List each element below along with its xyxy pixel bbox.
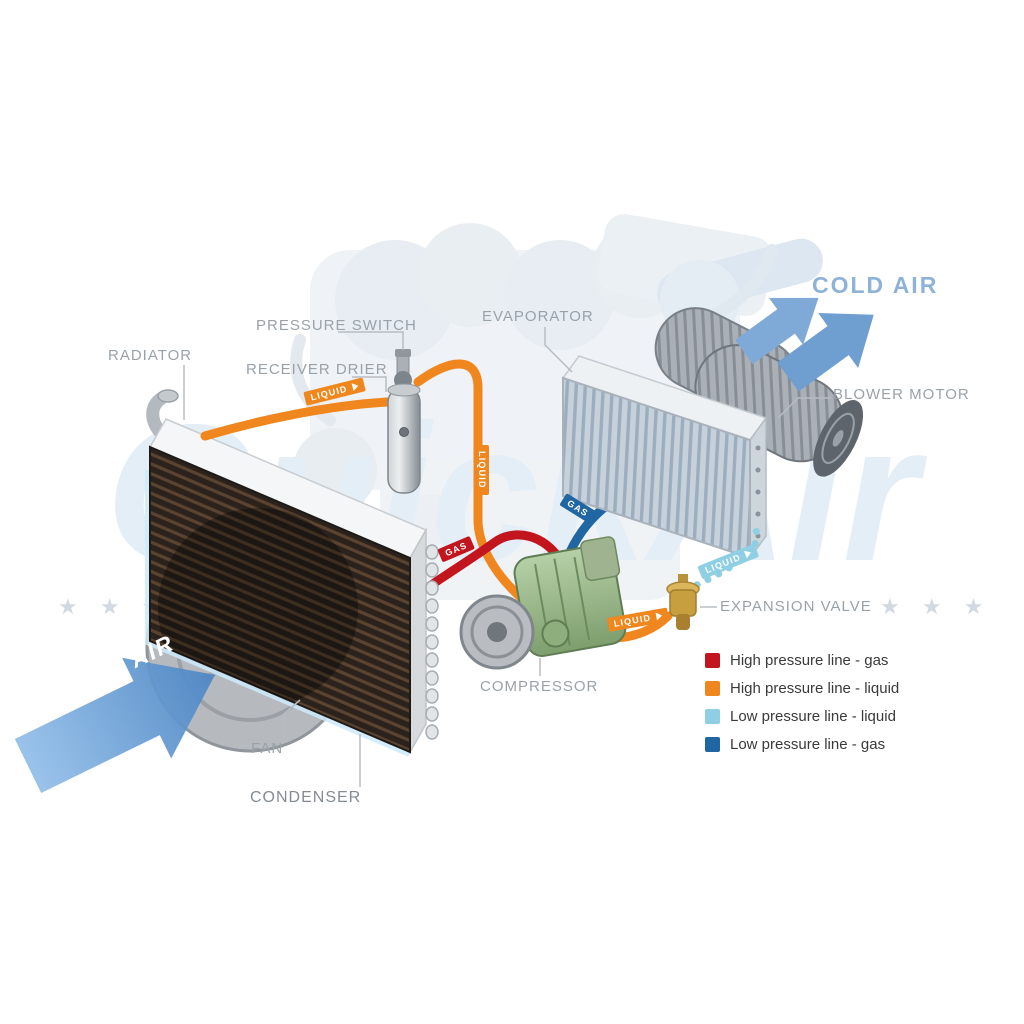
receiver-drier xyxy=(387,383,421,494)
legend-label-hp-liquid: High pressure line - liquid xyxy=(730,680,900,697)
fan-label: FAN xyxy=(251,740,284,757)
blower-motor xyxy=(654,307,864,477)
evaporator xyxy=(561,355,768,561)
pressure-switch-label: PRESSURE SWITCH xyxy=(256,317,417,334)
condenser-label: CONDENSER xyxy=(250,789,362,806)
compressor-label: COMPRESSOR xyxy=(480,678,599,695)
receiver-drier-label: RECEIVER DRIER xyxy=(246,361,388,378)
legend-swatch-lp-gas xyxy=(705,737,720,752)
legend-row: High pressure line - liquid xyxy=(705,680,899,697)
evaporator-label: EVAPORATOR xyxy=(482,308,594,325)
cold-air-arrows xyxy=(735,297,874,392)
high-pressure-gas-line xyxy=(419,530,565,595)
leader-lines xyxy=(183,327,831,787)
legend: High pressure line - gas High pressure l… xyxy=(705,652,899,764)
legend-row: Low pressure line - gas xyxy=(705,736,899,753)
radiator-fitting xyxy=(146,389,179,439)
expansion-valve-label: EXPANSION VALVE xyxy=(720,598,872,615)
high-pressure-liquid-line xyxy=(413,359,673,643)
legend-label-hp-gas: High pressure line - gas xyxy=(730,652,889,669)
legend-swatch-lp-liquid xyxy=(705,709,720,724)
expansion-valve xyxy=(666,574,700,630)
compressor xyxy=(459,536,627,670)
blower-motor-label: BLOWER MOTOR xyxy=(833,386,970,403)
legend-label-lp-gas: Low pressure line - gas xyxy=(730,736,886,753)
legend-label-lp-liquid: Low pressure line - liquid xyxy=(730,708,896,725)
condenser xyxy=(145,418,439,757)
watermark-stars-left: ★ ★ ★ xyxy=(58,594,169,619)
legend-swatch-hp-gas xyxy=(705,653,720,668)
condenser-outlet-line xyxy=(200,397,393,441)
legend-row: High pressure line - gas xyxy=(705,652,899,669)
legend-swatch-hp-liquid xyxy=(705,681,720,696)
condenser-tube-loops xyxy=(425,544,439,740)
radiator-label: RADIATOR xyxy=(108,347,193,364)
pipe-label-liquid-vertical: LIQUID xyxy=(475,445,489,495)
cold-air-label: COLD AIR xyxy=(812,272,939,298)
legend-row: Low pressure line - liquid xyxy=(705,708,899,725)
pressure-switch xyxy=(394,349,412,389)
watermark-stars-right: ★ ★ ★ xyxy=(880,594,991,619)
air-intake-arrow xyxy=(14,657,215,793)
